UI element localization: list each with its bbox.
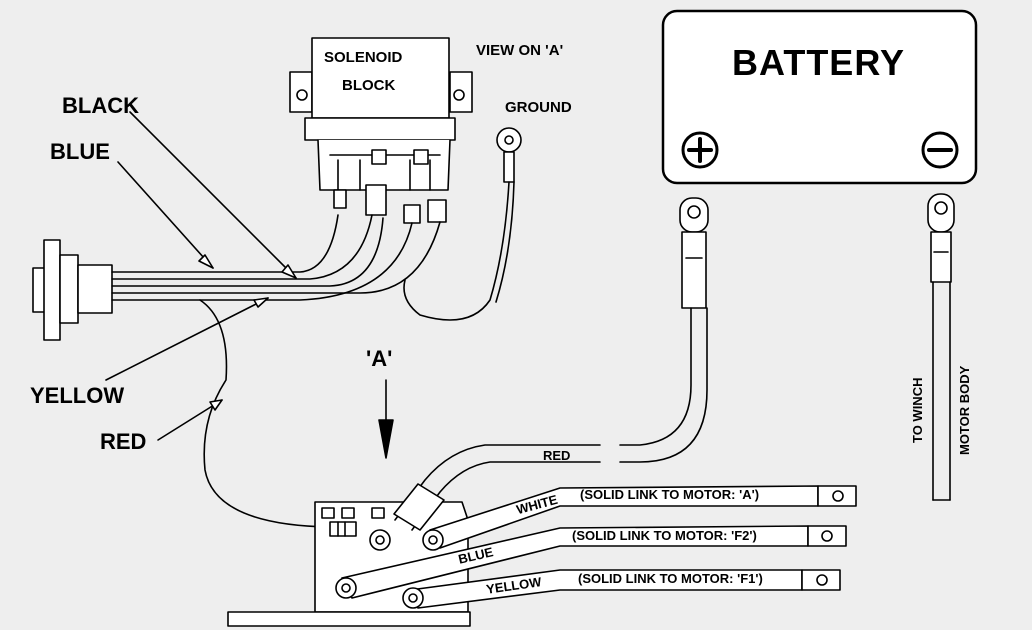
yellow-wire-label: YELLOW: [30, 383, 125, 408]
view-on-a-label: VIEW ON 'A': [476, 42, 564, 59]
battery-positive-terminal: [681, 131, 719, 169]
black-wire-label: BLACK: [62, 93, 139, 118]
red-wire-label: RED: [100, 429, 147, 454]
blue-wire-label: BLUE: [50, 139, 110, 164]
battery-label: BATTERY: [732, 42, 905, 83]
link-f2-label: (SOLID LINK TO MOTOR: 'F2'): [572, 528, 757, 543]
harness-connector: [32, 239, 113, 341]
solenoid-label-line2: BLOCK: [342, 77, 396, 94]
ground-terminal: [403, 127, 522, 321]
red-cable-label: RED: [543, 448, 571, 463]
solenoid-block: [289, 37, 473, 224]
harness-wires: [111, 214, 441, 528]
negative-cable: [927, 193, 955, 501]
to-winch-label-line1: TO WINCH: [910, 377, 925, 443]
view-arrow: [378, 379, 394, 459]
terminal-studs: [335, 529, 444, 609]
solenoid-label-line1: SOLENOID: [324, 49, 403, 66]
battery-negative-terminal: [921, 131, 959, 169]
to-winch-label-line2: MOTOR BODY: [957, 365, 972, 455]
view-arrow-label: 'A': [366, 346, 393, 371]
ground-label: GROUND: [505, 99, 572, 116]
leader-lines: [105, 111, 297, 441]
link-f1-label: (SOLID LINK TO MOTOR: 'F1'): [578, 571, 763, 586]
positive-cable: [619, 197, 709, 463]
red-heavy-cable: [394, 444, 601, 531]
yellow-link: [409, 569, 841, 609]
battery-body: [661, 9, 978, 185]
blue-link: [341, 525, 847, 599]
link-a-label: (SOLID LINK TO MOTOR: 'A'): [580, 487, 760, 502]
